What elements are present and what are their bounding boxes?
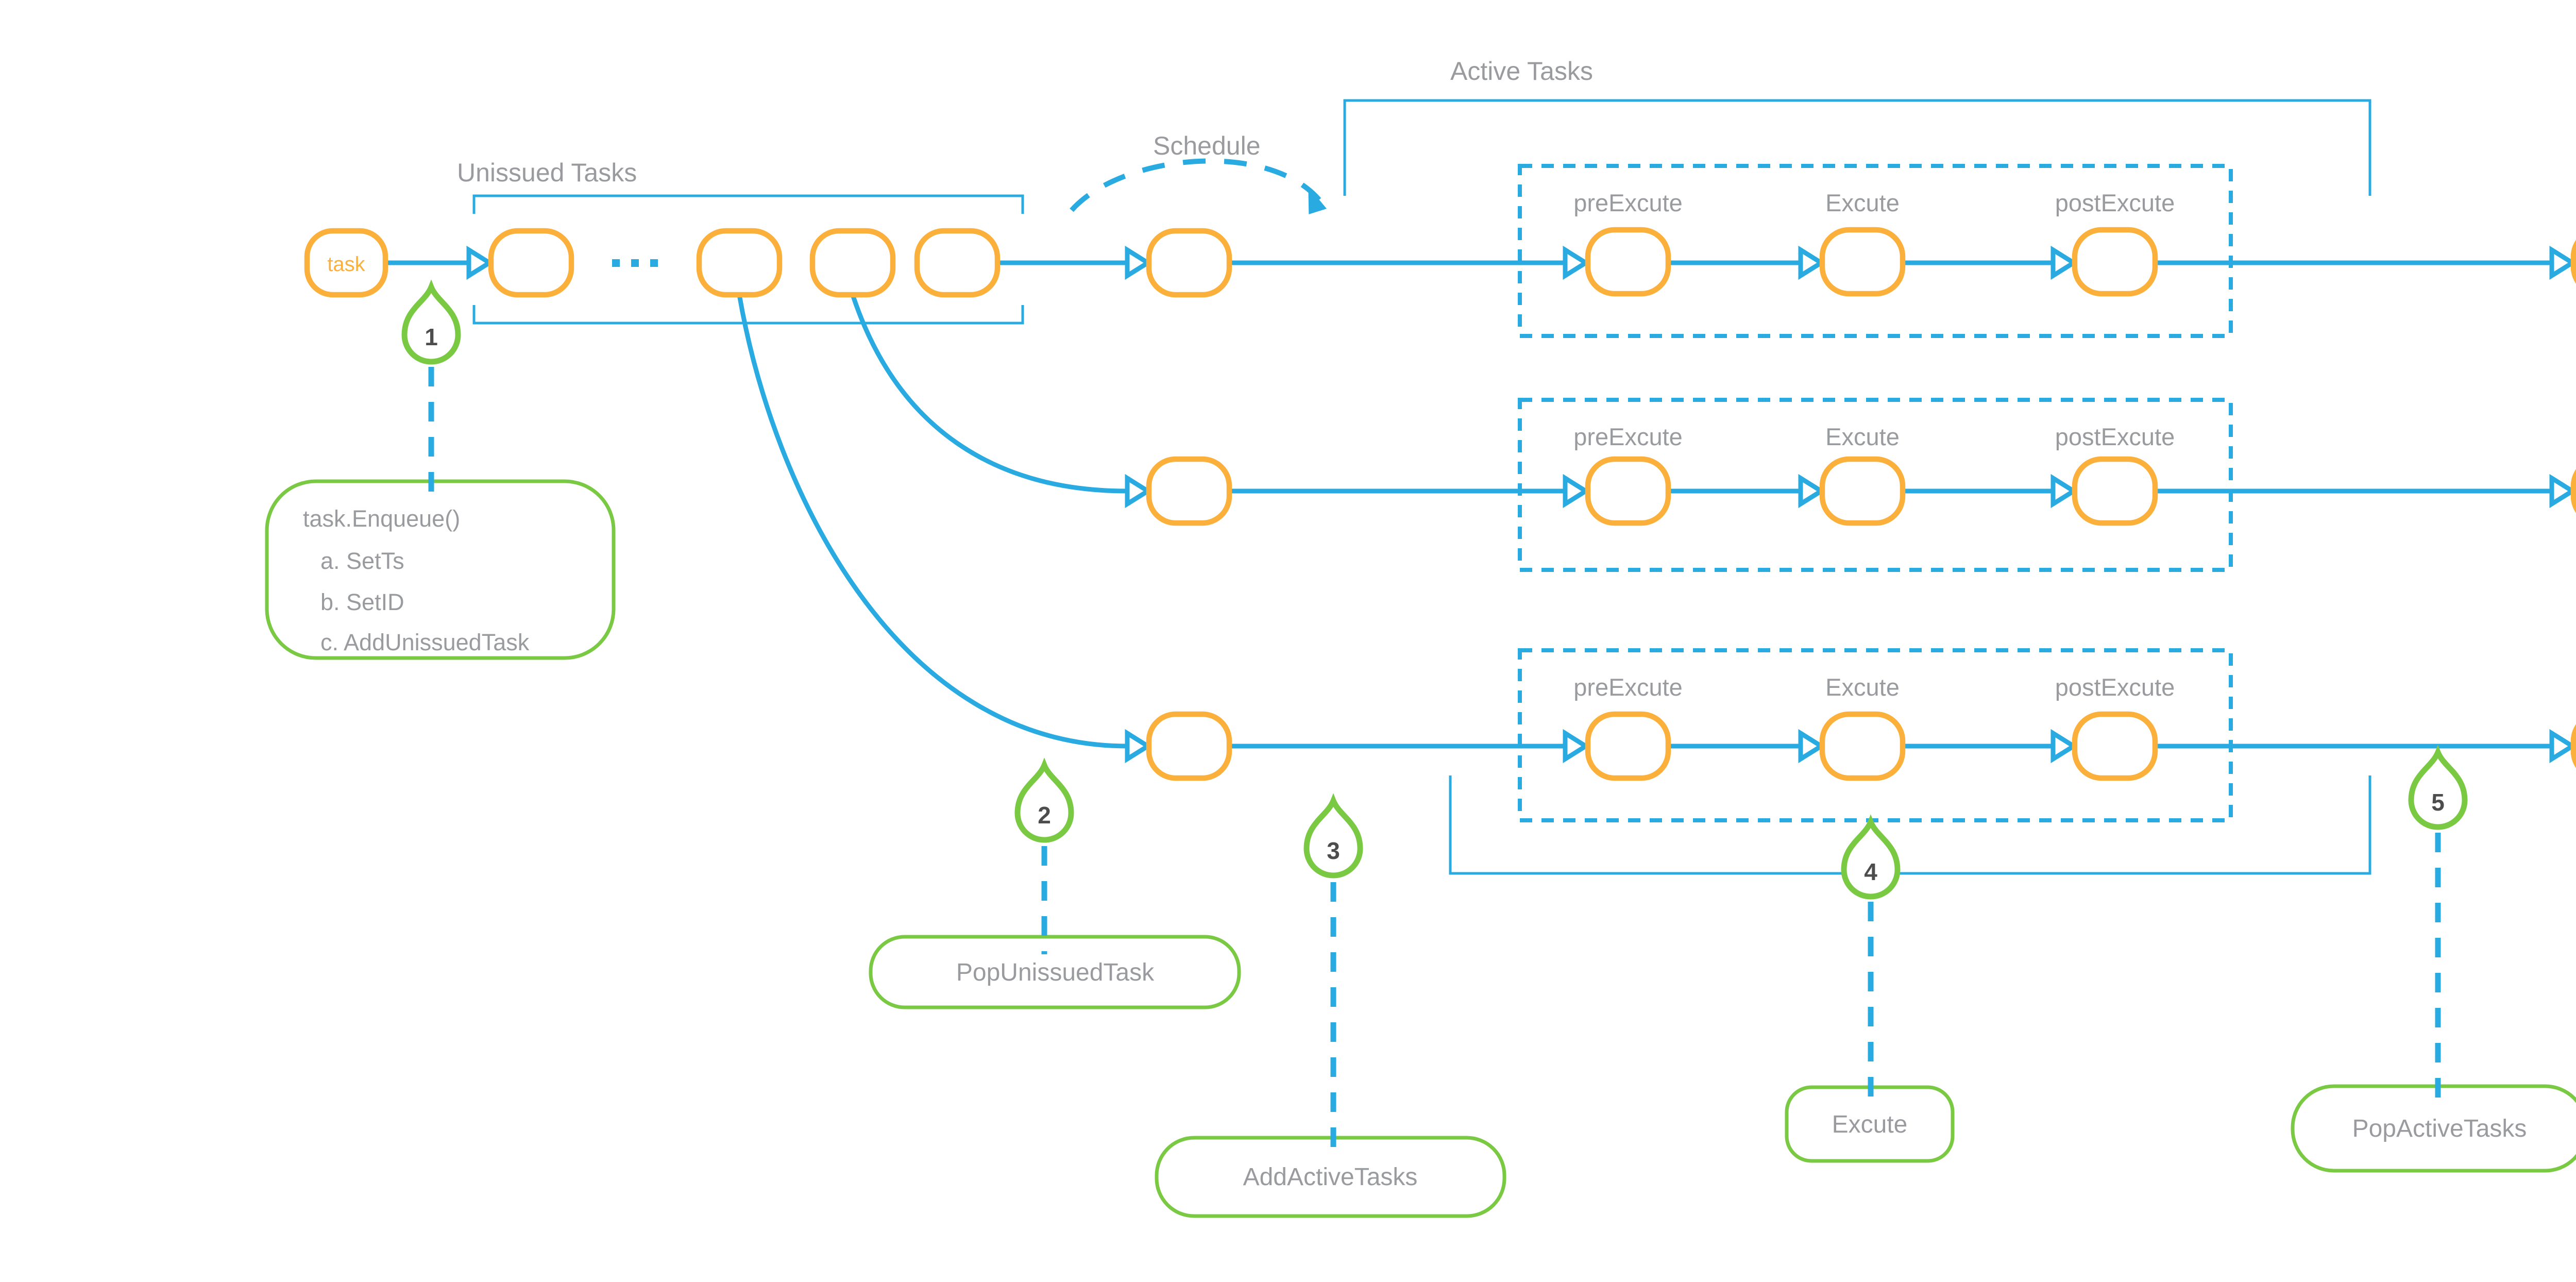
curve-queue-to-row3 <box>737 294 1128 749</box>
arrowhead-icon <box>1565 478 1586 504</box>
post-label-row2: postExcute <box>2055 423 2175 450</box>
schedule-title: Schedule <box>1153 131 1261 160</box>
arrowhead-icon <box>2552 478 2572 504</box>
schedule-arc <box>1070 158 1327 212</box>
end-node-row3 <box>2570 724 2576 768</box>
arrowhead-icon <box>469 250 489 276</box>
queue-node <box>809 228 896 298</box>
curve-queue-to-row2 <box>850 294 1128 494</box>
pop-active-tasks-label: PopActiveTasks <box>2352 1115 2527 1142</box>
enqueue-note-line: task.Enqueue() <box>303 505 460 532</box>
marker-3-pin: 3 <box>1307 801 1360 875</box>
arrowhead-icon <box>2053 250 2074 276</box>
end-node-row2 <box>2570 469 2576 513</box>
post-node-row2 <box>2072 456 2158 526</box>
marker-5-number: 5 <box>2431 789 2445 816</box>
exec-node-row2 <box>1819 456 1906 526</box>
enqueue-note-line: b. SetID <box>320 589 404 615</box>
marker-5-pin: 5 <box>2411 752 2465 827</box>
post-label-row3: postExcute <box>2055 673 2175 701</box>
arrowhead-icon <box>2053 478 2074 504</box>
pre-node-row2 <box>1585 456 1671 526</box>
active-tasks-title: Active Tasks <box>1450 57 1593 86</box>
queue-node <box>488 228 574 298</box>
active-tasks-bracket-top <box>1343 99 2371 196</box>
arrowhead-icon <box>1127 478 1148 504</box>
pre-label-row1: preExcute <box>1573 189 1683 216</box>
arrowhead-icon <box>1565 250 1586 276</box>
enqueue-note-box <box>265 479 616 660</box>
entry-node-row3 <box>1146 711 1232 781</box>
enqueue-note-line: a. SetTs <box>320 548 404 574</box>
exec-label-row3: Excute <box>1825 673 1900 701</box>
active-tasks-bracket-bottom <box>1449 775 2371 875</box>
exec-node-row3 <box>1819 711 1906 781</box>
excute-label: Excute <box>1832 1111 1908 1138</box>
post-node-row1 <box>2072 227 2158 297</box>
entry-node-row2 <box>1146 456 1232 526</box>
post-label-row1: postExcute <box>2055 189 2175 216</box>
arrowhead-icon <box>1801 478 1821 504</box>
add-active-tasks-label: AddActiveTasks <box>1243 1163 1418 1191</box>
task-node-label: task <box>327 253 365 276</box>
arrowhead-icon <box>2053 733 2074 759</box>
marker-2-number: 2 <box>1038 802 1051 829</box>
queue-node <box>696 228 783 298</box>
schedule-arrow-icon <box>1308 187 1327 214</box>
marker-1-pin: 1 <box>404 287 458 362</box>
exec-label-row2: Excute <box>1825 423 1900 450</box>
post-node-row3 <box>2072 711 2158 781</box>
marker-4-number: 4 <box>1864 858 1877 885</box>
marker-3-number: 3 <box>1327 837 1340 864</box>
exec-node-row1 <box>1819 227 1906 297</box>
marker-4-pin: 4 <box>1844 822 1897 897</box>
arrowhead-icon <box>1801 250 1821 276</box>
arrowhead-icon <box>2552 733 2572 759</box>
pre-node-row1 <box>1585 227 1671 297</box>
entry-node-row1 <box>1146 228 1232 298</box>
arrowhead-icon <box>1127 733 1148 759</box>
marker-2-pin: 2 <box>1018 765 1071 840</box>
task-node <box>304 228 388 298</box>
pipeline-box-row1 <box>1518 164 2233 338</box>
arrowhead-icon <box>1127 250 1148 276</box>
arrowhead-icon <box>1565 733 1586 759</box>
pop-unissued-task-box <box>869 935 1241 1009</box>
exec-label-row1: Excute <box>1825 189 1900 216</box>
arrowhead-icon <box>1801 733 1821 759</box>
marker-1-number: 1 <box>425 324 438 350</box>
end-node-row1 <box>2570 240 2576 284</box>
pipeline-box-row2 <box>1518 398 2233 572</box>
unissued-bracket-top <box>472 194 1024 214</box>
pre-node-row3 <box>1585 711 1671 781</box>
pipeline-box-row3 <box>1518 648 2233 822</box>
dots-icon <box>612 259 658 267</box>
arrowhead-icon <box>2552 250 2572 276</box>
pre-label-row3: preExcute <box>1573 673 1683 701</box>
enqueue-note-line: c. AddUnissuedTask <box>320 629 530 655</box>
pre-label-row2: preExcute <box>1573 423 1683 450</box>
pop-unissued-task-label: PopUnissuedTask <box>956 959 1155 986</box>
queue-node <box>914 228 1001 298</box>
unissued-bracket-bottom <box>472 305 1024 325</box>
unissued-tasks-title: Unissued Tasks <box>457 158 637 187</box>
